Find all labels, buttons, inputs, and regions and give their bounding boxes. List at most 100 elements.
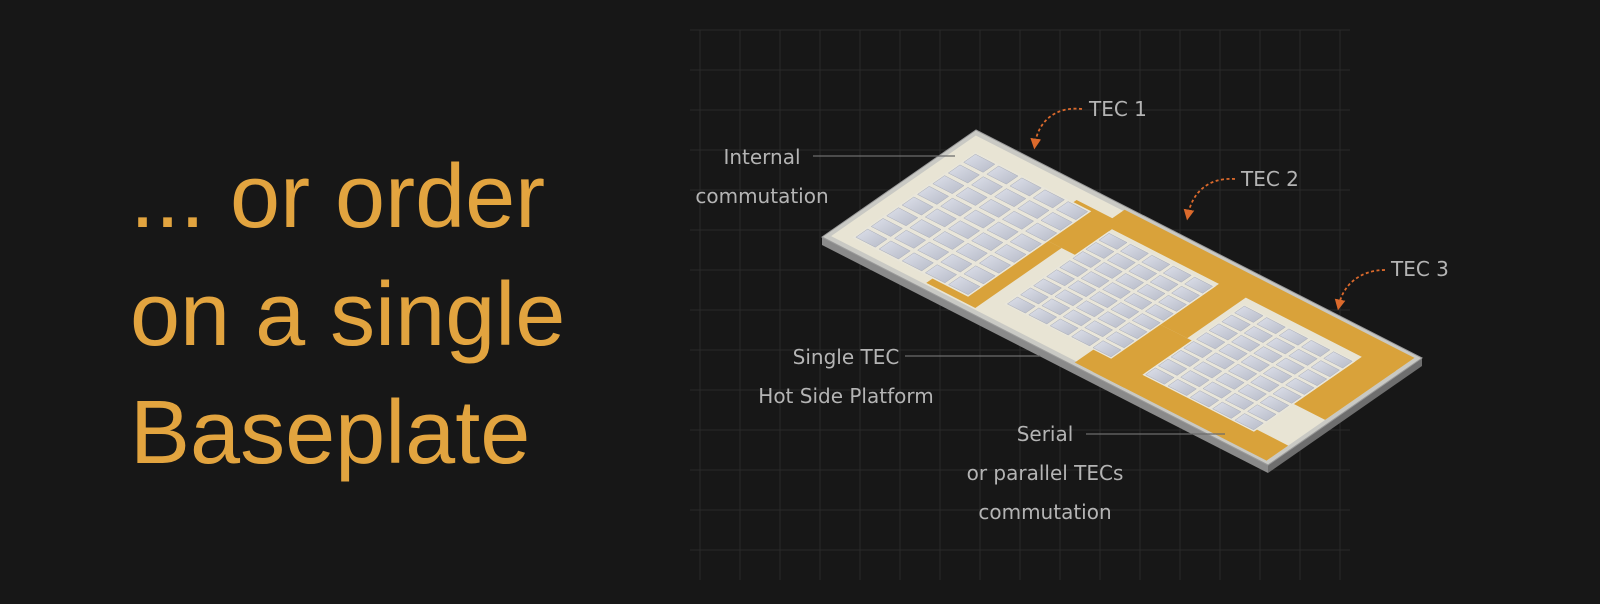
headline-line-1: ... or order: [130, 147, 546, 247]
plate-front-edge: [822, 237, 1268, 473]
tec-pellet: [1234, 413, 1264, 431]
tec1-arrow: [1030, 107, 1083, 150]
tec-pellet: [1145, 367, 1175, 385]
tec-pellet: [1212, 401, 1242, 419]
tec-pellet: [1256, 317, 1286, 335]
tec-pellet: [1170, 350, 1200, 367]
tec-modules: [852, 152, 1356, 432]
tec-pellet: [1205, 352, 1235, 370]
copper-trace: [1160, 281, 1249, 339]
tec-pellet: [1208, 323, 1239, 341]
tec-pellet: [1189, 390, 1220, 408]
tec-pellet: [971, 232, 1004, 251]
tec-pellet: [1141, 254, 1171, 272]
tec-pellet: [963, 265, 996, 285]
tec-pellet: [1259, 395, 1290, 413]
tec-pellet: [924, 264, 958, 284]
serial-label-line1: Serial: [1017, 422, 1074, 446]
tec-pellet: [878, 240, 911, 260]
copper-trace: [1074, 315, 1192, 388]
tec-pellet: [1105, 331, 1135, 349]
tec-pellet: [1054, 289, 1084, 307]
tec-pellet: [947, 164, 980, 184]
tec-pellet: [1136, 284, 1166, 301]
tec-pellet: [1049, 318, 1079, 336]
serial-label-line3: commutation: [978, 500, 1111, 524]
plate-side-edge: [1268, 358, 1422, 473]
tec-pellet: [1128, 264, 1158, 281]
tec-pellet: [955, 243, 988, 262]
tec-pellet: [1157, 358, 1188, 376]
tec-pellet: [1102, 282, 1131, 299]
tec-pellet: [917, 241, 950, 261]
tec-pellet: [1106, 253, 1136, 270]
tec-pellet: [1288, 348, 1318, 366]
tec-pellet: [1020, 287, 1049, 305]
tec-pellet: [1171, 285, 1200, 303]
tec-pellet: [1131, 313, 1161, 330]
tec-pellet: [1234, 305, 1264, 323]
tec-pellet: [1119, 244, 1149, 261]
tec-pellet: [1215, 372, 1245, 390]
tec-pellet: [1243, 326, 1274, 343]
tec-pellet: [894, 229, 927, 249]
tec-pellet: [1240, 355, 1270, 372]
tec-pellet: [1301, 340, 1331, 357]
tec-pellet: [901, 252, 934, 272]
tec-pellet: [1110, 302, 1140, 319]
tec-pellet: [1224, 393, 1255, 410]
tec-pellet: [1180, 370, 1210, 388]
headline-line-3: Baseplate: [130, 383, 531, 483]
tec3-label: TEC 3: [1390, 257, 1449, 281]
tec-pellet: [1250, 375, 1280, 393]
tec-pellet: [1062, 309, 1092, 327]
tec-pellet: [1202, 381, 1232, 399]
tec-pellet: [1085, 242, 1115, 259]
internal-commutation-label-line2: commutation: [695, 184, 828, 208]
tec3-arrow: [1334, 269, 1386, 311]
tec-pellet: [1162, 265, 1192, 283]
tec-pellet: [1046, 269, 1076, 287]
tec-pellet: [917, 186, 950, 205]
tec-pellet: [1072, 251, 1102, 268]
tec-pellet: [1218, 343, 1248, 361]
tec-pellet: [932, 175, 965, 194]
tec2-label: TEC 2: [1240, 167, 1299, 191]
tec-pellet: [1028, 307, 1058, 325]
tec-pellet: [1001, 210, 1035, 230]
tec-pellet: [971, 176, 1004, 196]
tec-pellet: [1262, 366, 1293, 384]
headline-line-2: on a single: [130, 265, 566, 365]
tec-pellet: [932, 231, 965, 250]
tec-pellet: [1183, 341, 1213, 358]
tec-pellet: [1089, 291, 1118, 308]
single-tec-label-line1: Single TEC: [793, 345, 900, 369]
copper-trace: [1293, 354, 1396, 420]
tec-pellet: [1123, 293, 1153, 310]
tec-pellet: [947, 220, 981, 240]
tec-pellet: [1285, 377, 1315, 395]
tec-pellet: [1006, 296, 1036, 314]
tec-pellet: [1323, 351, 1353, 369]
tec-pellet: [963, 209, 996, 229]
tec-pellet: [1118, 322, 1148, 339]
single-tec-label-line2: Hot Side Platform: [758, 384, 933, 408]
tec1-label: TEC 1: [1088, 97, 1147, 121]
serial-label-line2: or parallel TECs: [967, 461, 1124, 485]
tec-pellet: [1071, 329, 1101, 347]
tec-pellet: [1221, 314, 1251, 332]
tec-pellet: [1167, 379, 1197, 396]
tec-pellet: [978, 199, 1011, 218]
tec-pellet: [1196, 332, 1226, 350]
tec-pellet: [1275, 357, 1305, 375]
internal-commutation-label-line1: Internal: [723, 145, 800, 169]
tec-pellet: [1192, 361, 1223, 379]
tec-pellet: [1093, 262, 1123, 279]
tec-pellet: [963, 153, 996, 173]
tec-pellet: [1278, 328, 1309, 346]
tec-pellet: [1032, 189, 1065, 209]
tec-pellet: [986, 165, 1019, 185]
tec-pellet: [1017, 200, 1050, 219]
tec-pellet: [955, 187, 988, 206]
